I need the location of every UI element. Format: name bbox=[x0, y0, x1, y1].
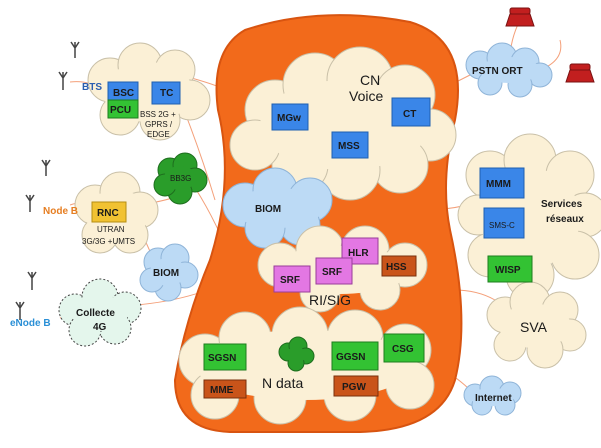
internet-cloud bbox=[463, 375, 522, 416]
bss-text-2: GPRS / bbox=[145, 120, 173, 129]
rnc-label: RNC bbox=[97, 208, 119, 219]
sva-label: SVA bbox=[520, 319, 548, 335]
hlr-label: HLR bbox=[348, 248, 369, 259]
biom-label: BIOM bbox=[255, 204, 281, 215]
internet-label: Internet bbox=[475, 393, 512, 404]
srf-box-1 bbox=[273, 265, 311, 293]
mme-box bbox=[203, 379, 247, 399]
wisp-label: WISP bbox=[495, 265, 521, 276]
biom-cloud bbox=[222, 167, 333, 249]
hss-box bbox=[381, 255, 417, 277]
smsc-label: SMS-C bbox=[489, 221, 515, 230]
pstn-cloud bbox=[465, 42, 553, 98]
services-text-1: Services bbox=[541, 199, 583, 210]
srf-label-1: SRF bbox=[280, 275, 300, 286]
antenna-icon bbox=[15, 41, 80, 320]
srf-box-2 bbox=[315, 257, 353, 285]
mme-label: MME bbox=[210, 385, 234, 396]
utran-text-2: 3G/3G +UMTS bbox=[82, 237, 135, 246]
biom-small-cloud bbox=[139, 243, 199, 302]
ct-label: CT bbox=[403, 109, 416, 120]
sgsn-box bbox=[203, 343, 247, 371]
hss-label: HSS bbox=[386, 262, 407, 273]
mgw-label: MGw bbox=[277, 113, 301, 124]
bsc-label: BSC bbox=[113, 88, 134, 99]
pgw-label: PGW bbox=[342, 382, 366, 393]
mmm-box bbox=[479, 167, 525, 199]
bss-text-3: EDGE bbox=[147, 130, 170, 139]
n-data-label: N data bbox=[262, 375, 303, 391]
ggsn-label: GGSN bbox=[336, 352, 365, 363]
csg-label: CSG bbox=[392, 344, 414, 355]
bss-text-1: BSS 2G + bbox=[140, 110, 176, 119]
n-data-small-cloud bbox=[278, 336, 315, 372]
nodes bbox=[91, 81, 533, 399]
tc-box bbox=[151, 81, 181, 105]
mmm-label: MMM bbox=[486, 179, 511, 190]
ri-sig-label: RI/SIG bbox=[309, 292, 351, 308]
services-text-2: réseaux bbox=[546, 214, 584, 225]
sva-cloud bbox=[486, 281, 587, 369]
ct-box bbox=[391, 97, 431, 127]
nodeb-label: Node B bbox=[43, 206, 78, 217]
collecte-text-2: 4G bbox=[93, 322, 107, 333]
cn-voice-text-1: CN bbox=[360, 72, 380, 88]
collecte-cloud bbox=[58, 278, 142, 347]
ggsn-box bbox=[331, 341, 379, 371]
biom-small-label: BIOM bbox=[153, 268, 179, 279]
pgw-box bbox=[333, 375, 379, 397]
utran-text-1: UTRAN bbox=[97, 225, 125, 234]
enodeb-label: eNode B bbox=[10, 318, 51, 329]
sgsn-label: SGSN bbox=[208, 353, 236, 364]
bts-label: BTS bbox=[82, 82, 102, 93]
labels: BTS BSC TC PCU BSS 2G + GPRS / EDGE Node… bbox=[10, 66, 584, 404]
cn-voice-text-2: Voice bbox=[349, 88, 383, 104]
tc-label: TC bbox=[160, 88, 173, 99]
rnc-box bbox=[91, 201, 127, 223]
telephone-icon bbox=[505, 7, 595, 83]
srf-label-2: SRF bbox=[322, 267, 342, 278]
mgw-box bbox=[271, 103, 309, 131]
wisp-box bbox=[487, 255, 533, 283]
mss-label: MSS bbox=[338, 141, 360, 152]
csg-box bbox=[383, 333, 425, 363]
bb3g-label: BB3G bbox=[170, 174, 191, 183]
pstn-label: PSTN ORT bbox=[472, 66, 523, 77]
bb3g-cloud bbox=[153, 152, 208, 205]
pcu-label: PCU bbox=[110, 105, 131, 116]
pcu-box bbox=[107, 99, 139, 119]
smsc-box bbox=[483, 207, 525, 239]
collecte-text-1: Collecte bbox=[76, 308, 115, 319]
mss-box bbox=[331, 131, 369, 159]
